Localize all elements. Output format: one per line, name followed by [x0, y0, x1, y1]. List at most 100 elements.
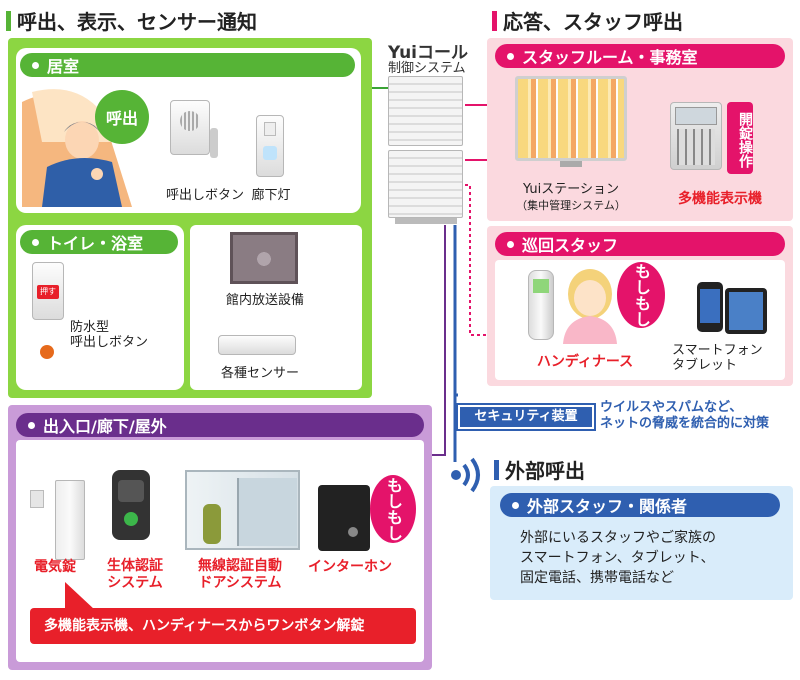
controller-unit-bottom: [388, 150, 463, 218]
left-title-bar: [6, 10, 11, 31]
yui-station-label: Yuiステーション: [522, 182, 620, 197]
tablet-device[interactable]: [725, 288, 767, 334]
entrance-pill: 出入口/廊下/屋外: [16, 413, 424, 437]
broadcast-label: 館内放送設備: [225, 293, 304, 308]
external-title-text: 外部呼出: [505, 459, 585, 483]
right-title-bar: [492, 10, 497, 31]
yui-station-monitor[interactable]: [515, 76, 627, 161]
call-bubble: 呼出: [95, 90, 149, 144]
security-device-label: セキュリティ装置: [474, 409, 578, 424]
corridor-light-lamp: [264, 122, 276, 136]
wireless-door-label: 無線認証自動 ドアシステム: [198, 558, 282, 591]
wireless-door-person: [203, 504, 221, 544]
call-button-grill: [180, 111, 200, 131]
waterproof-button-device[interactable]: 押す: [32, 262, 64, 320]
electric-lock-device[interactable]: [55, 480, 85, 560]
unlock-note-bar: 多機能表示機、ハンディナースからワンボタン解錠: [30, 608, 416, 644]
moshi-bubble-2-text: もしもし: [384, 477, 403, 541]
left-section-title: 呼出、表示、センサー通知: [6, 6, 257, 35]
sensor-label: 各種センサー: [220, 366, 299, 381]
unlock-note-pointer: [65, 582, 95, 610]
patrol-dot: [507, 240, 514, 248]
external-staff-pill: 外部スタッフ・関係者: [500, 493, 780, 517]
waterproof-button-cord: [40, 345, 54, 359]
corridor-light-device[interactable]: [256, 115, 284, 177]
intercom-device[interactable]: [318, 485, 370, 551]
yui-station-stand: [560, 161, 582, 167]
moshi-bubble-2: もしもし: [370, 475, 416, 543]
unlock-op-badge: 開錠操作: [727, 102, 753, 174]
biometric-device[interactable]: [112, 470, 150, 540]
nurse-svg: [563, 269, 617, 344]
sensor-device[interactable]: [218, 335, 296, 355]
security-device-box: セキュリティ装置: [456, 403, 596, 431]
moshi-bubble-1: もしもし: [617, 262, 665, 328]
biometric-screen: [118, 480, 144, 502]
moshi-bubble-1-text: もしもし: [632, 263, 651, 327]
toilet-pill: トイレ・浴室: [20, 230, 178, 254]
waterproof-button-tag: 押す: [37, 285, 59, 299]
yui-station-screen: [518, 79, 624, 158]
waterproof-button-label: 防水型 呼出しボタン: [70, 320, 149, 350]
call-button-device[interactable]: [170, 100, 210, 155]
line-external: [453, 225, 458, 397]
controller-unit-top: [388, 76, 463, 146]
unlock-op-text: 開錠操作: [737, 112, 753, 168]
yui-station-sub: （集中管理システム）: [516, 199, 626, 212]
broadcast-grill: [248, 243, 280, 275]
staff-room-label: スタッフルーム・事務室: [522, 48, 698, 67]
wireless-icon: [451, 457, 480, 493]
smartphone-label: スマートフォン タブレット: [672, 343, 763, 373]
security-note: ウイルスやスパムなど、 ネットの脅威を統合的に対策: [600, 400, 770, 431]
corridor-light-label: 廊下灯: [251, 188, 291, 203]
call-button-label: 呼出しボタン: [165, 188, 244, 203]
intercom-button: [348, 527, 358, 537]
brand-logo: Yuiコール: [388, 43, 469, 63]
external-title-bar: [494, 459, 499, 480]
line-wireless-dotted: [465, 184, 720, 336]
electric-lock-plate: [30, 490, 44, 508]
staff-room-dot: [507, 52, 514, 60]
intercom-label: インターホン: [308, 559, 392, 575]
call-bubble-text: 呼出: [105, 109, 138, 128]
living-room-pill: 居室: [20, 53, 355, 77]
staff-room-pill: スタッフルーム・事務室: [495, 44, 785, 68]
toilet-dot: [32, 238, 39, 246]
multi-display-screen: [675, 107, 717, 125]
biometric-label: 生体認証 システム: [107, 558, 163, 591]
multi-display-keys: [677, 129, 715, 165]
multi-display-device[interactable]: [670, 102, 722, 170]
external-section-title: 外部呼出: [494, 455, 585, 484]
handy-nurse-device[interactable]: [528, 270, 554, 340]
call-button-pendant: [210, 128, 218, 158]
entrance-dot: [28, 421, 35, 429]
multi-display-label: 多機能表示機: [678, 191, 762, 207]
biometric-light: [124, 512, 138, 526]
wireless-door-device[interactable]: [185, 470, 300, 550]
broadcast-device[interactable]: [230, 232, 298, 284]
patrol-pill: 巡回スタッフ: [495, 232, 785, 256]
brand-subtitle: 制御システム: [388, 61, 466, 76]
wireless-door-glass: [237, 478, 297, 546]
left-title-text: 呼出、表示、センサー通知: [17, 10, 257, 34]
living-room-label: 居室: [47, 57, 80, 76]
tablet-screen: [729, 292, 763, 330]
smartphone-device[interactable]: [697, 282, 723, 332]
handy-nurse-label: ハンディナース: [536, 354, 634, 370]
external-staff-dot: [512, 501, 519, 509]
right-title-text: 応答、スタッフ呼出: [503, 10, 683, 34]
handy-nurse-screen: [533, 279, 549, 293]
right-section-title: 応答、スタッフ呼出: [492, 6, 683, 35]
nurse-illustration: [555, 264, 625, 344]
toilet-label: トイレ・浴室: [47, 234, 144, 253]
patrol-label: 巡回スタッフ: [522, 236, 619, 255]
entrance-label: 出入口/廊下/屋外: [43, 417, 167, 436]
controller-stand: [395, 218, 457, 224]
electric-lock-label: 電気錠: [34, 559, 76, 575]
corridor-light-led: [263, 146, 277, 160]
living-room-dot: [32, 61, 39, 69]
external-staff-label: 外部スタッフ・関係者: [527, 497, 688, 516]
external-desc: 外部にいるスタッフやご家族の スマートフォン、タブレット、 固定電話、携帯電話な…: [520, 530, 716, 586]
smartphone-screen: [700, 289, 720, 323]
unlock-note-text: 多機能表示機、ハンディナースからワンボタン解錠: [44, 618, 365, 634]
